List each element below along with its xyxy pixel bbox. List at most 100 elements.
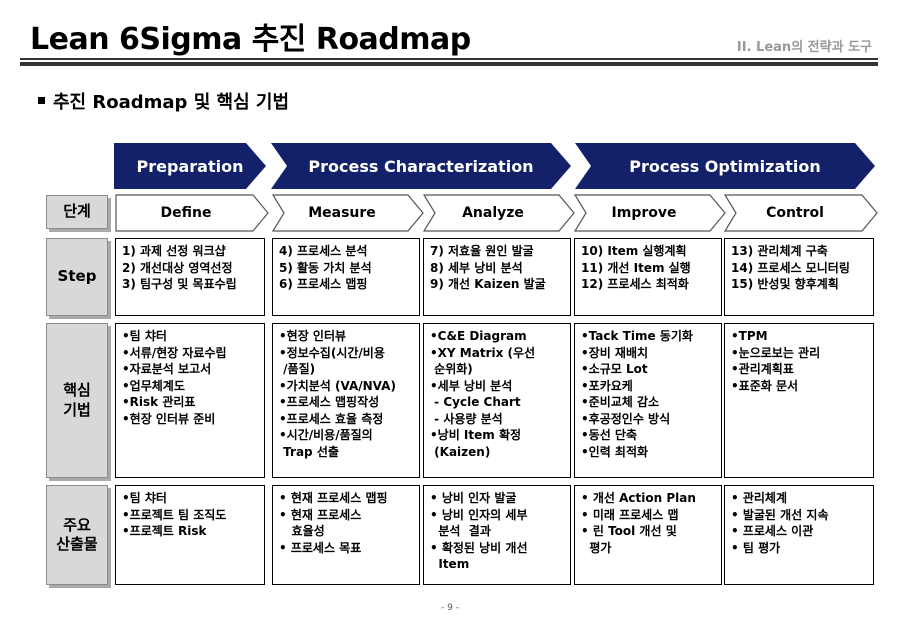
row-label-text: Step <box>57 267 97 286</box>
list-item: /품질) <box>279 362 316 376</box>
list-item: •프로세스 맵핑작성 <box>279 395 380 409</box>
list-item: 10) Item 실행계획 <box>581 244 687 258</box>
technique-list: •현장 인터뷰•정보수집(시간/비용 /품질)•가치분석 (VA/NVA)•프로… <box>279 328 413 460</box>
output-cell-control: • 관리체계• 발굴된 개선 지속• 프로세스 이관• 팀 평가 <box>724 485 874 585</box>
phase-label: Process Characterization <box>308 156 534 176</box>
list-item: 9) 개선 Kaizen 발굴 <box>430 277 546 291</box>
list-item: •팀 챠터 <box>122 491 167 505</box>
list-item: 7) 저효율 원인 발굴 <box>430 244 534 258</box>
technique-list: •Tack Time 동기화•장비 재배치•소규모 Lot•포카요케•준비교체 … <box>581 328 715 460</box>
technique-cell-control: •TPM •눈으로보는 관리 •관리계획표 •표준화 문서 <box>724 323 874 478</box>
phase-label: Process Optimization <box>629 156 821 176</box>
phase-preparation: Preparation <box>114 143 266 189</box>
list-item: 14) 프로세스 모니터링 <box>731 260 850 275</box>
list-item: •업무체계도 <box>122 378 185 393</box>
stage-label: Define <box>160 205 212 221</box>
list-item: •낭비 Item 확정 <box>430 428 522 442</box>
list-item: •포카요케 <box>581 378 633 393</box>
list-item: - 사용량 분석 <box>430 411 503 426</box>
technique-cell-measure: •현장 인터뷰•정보수집(시간/비용 /품질)•가치분석 (VA/NVA)•프로… <box>272 323 420 478</box>
stage-chevron-shape <box>115 194 269 232</box>
technique-list: •C&E Diagram•XY Matrix (우선 순위화)•세부 낭비 분석… <box>430 328 564 460</box>
stage-chevron-shape <box>724 194 878 232</box>
row-label-text: 주요 <box>63 515 91 534</box>
list-item: •인력 최적화 <box>581 444 649 459</box>
subtitle-text: 추진 Roadmap 및 핵심 기법 <box>53 92 290 113</box>
header-divider-thick <box>20 62 878 66</box>
list-item: 4) 프로세스 분석 <box>279 244 368 258</box>
row-label-text: 단계 <box>63 202 91 221</box>
list-item: •Tack Time 동기화 <box>581 329 693 343</box>
page-title: Lean 6Sigma 추진 Roadmap <box>30 22 471 57</box>
list-item: •표준화 문서 <box>731 378 799 393</box>
list-item: 2) 개선대상 영역선정 <box>122 260 233 275</box>
stage-control: Control <box>724 194 878 232</box>
list-item: Item <box>430 557 470 571</box>
page-number: - 9 - <box>441 603 459 613</box>
list-item: •프로젝트 Risk <box>122 524 207 538</box>
step-cell-measure: 4) 프로세스 분석 5) 활동 가치 분석 6) 프로세스 맵핑 <box>272 238 420 316</box>
list-item: •프로젝트 팀 조직도 <box>122 507 227 522</box>
step-cell-improve: 10) Item 실행계획 11) 개선 Item 실행 12) 프로세스 최적화 <box>574 238 722 316</box>
list-item: •팀 챠터 <box>122 329 167 343</box>
row-label-text: 산출물 <box>56 535 98 553</box>
list-item: • 팀 평가 <box>731 540 781 555</box>
stage-chevron-shape <box>272 194 424 232</box>
list-item: •TPM <box>731 329 768 343</box>
list-item: • 낭비 인자의 세부 <box>430 507 528 522</box>
list-item: •시간/비용/품질의 <box>279 428 373 442</box>
square-bullet-icon <box>38 96 45 104</box>
list-item: 13) 관리체계 구축 <box>731 244 828 258</box>
phase-process-optimization: Process Optimization <box>575 143 875 189</box>
row-label-text: 핵심 <box>63 381 91 399</box>
list-item: •자료분석 보고서 <box>122 362 212 376</box>
list-item: 5) 활동 가치 분석 <box>279 260 372 275</box>
list-item: •장비 재배치 <box>581 345 649 360</box>
stage-chevron-shape <box>574 194 726 232</box>
output-cell-define: •팀 챠터 •프로젝트 팀 조직도 •프로젝트 Risk <box>115 485 265 585</box>
list-item: 6) 프로세스 맵핑 <box>279 277 368 291</box>
list-item: • 개선 Action Plan <box>581 491 696 505</box>
list-item: 15) 반성및 향후계획 <box>731 277 839 291</box>
list-item: •정보수집(시간/비용 <box>279 345 385 360</box>
list-item: •세부 낭비 분석 <box>430 378 513 393</box>
row-label-step: Step <box>46 238 108 316</box>
list-item: • 발굴된 개선 지속 <box>731 507 829 522</box>
list-item: •후공정인수 방식 <box>581 411 671 426</box>
step-list: 10) Item 실행계획 11) 개선 Item 실행 12) 프로세스 최적화 <box>581 243 715 293</box>
list-item: 평가 <box>581 540 612 555</box>
list-item: •C&E Diagram <box>430 329 527 343</box>
list-item: 순위화) <box>430 362 473 376</box>
row-label-text: 기법 <box>63 400 91 419</box>
technique-cell-define: •팀 챠터•서류/현장 자료수립•자료분석 보고서•업무체계도•Risk 관리표… <box>115 323 265 478</box>
list-item: • 관리체계 <box>731 491 788 505</box>
list-item: • 린 Tool 개선 및 <box>581 524 677 538</box>
stage-chevron-shape <box>423 194 575 232</box>
list-item: 1) 과제 선정 워크샵 <box>122 244 226 258</box>
list-item: • 현재 프로세스 <box>279 507 362 522</box>
output-list: • 개선 Action Plan• 미래 프로세스 맵• 린 Tool 개선 및… <box>581 490 715 556</box>
list-item: 11) 개선 Item 실행 <box>581 260 691 275</box>
technique-cell-analyze: •C&E Diagram•XY Matrix (우선 순위화)•세부 낭비 분석… <box>423 323 571 478</box>
section-subtitle: 추진 Roadmap 및 핵심 기법 <box>38 88 289 114</box>
list-item: •관리계획표 <box>731 362 794 376</box>
list-item: • 현재 프로세스 맵핑 <box>279 491 388 505</box>
stage-define: Define <box>115 194 269 232</box>
output-list: • 현재 프로세스 맵핑• 현재 프로세스 효율성• 프로세스 목표 <box>279 490 413 556</box>
phase-label: Preparation <box>136 156 244 176</box>
list-item: • 낭비 인자 발굴 <box>430 491 517 505</box>
list-item: •현장 인터뷰 준비 <box>122 411 216 426</box>
list-item: •눈으로보는 관리 <box>731 345 821 360</box>
step-list: 4) 프로세스 분석 5) 활동 가치 분석 6) 프로세스 맵핑 <box>279 243 413 293</box>
output-cell-improve: • 개선 Action Plan• 미래 프로세스 맵• 린 Tool 개선 및… <box>574 485 722 585</box>
row-label-stage: 단계 <box>46 195 108 229</box>
row-label-outputs: 주요 산출물 <box>46 485 108 585</box>
list-item: 12) 프로세스 최적화 <box>581 277 689 291</box>
list-item: (Kaizen) <box>430 444 491 459</box>
list-item: • 확정된 낭비 개선 <box>430 540 528 555</box>
stage-label: Improve <box>611 205 677 221</box>
list-item: •준비교체 감소 <box>581 395 660 409</box>
